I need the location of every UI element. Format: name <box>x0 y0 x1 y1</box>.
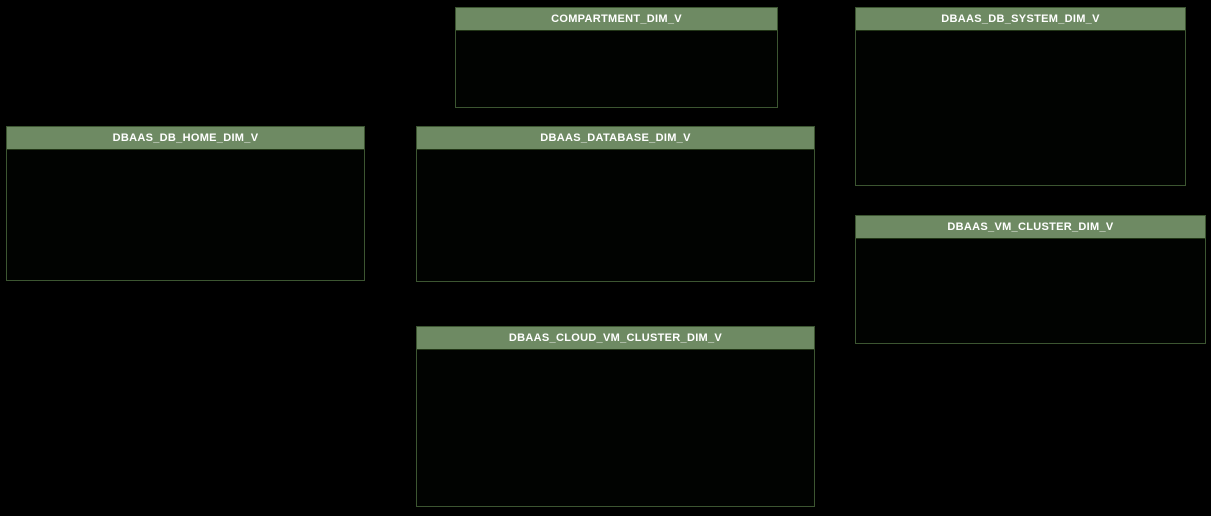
entity-header[interactable]: DBAAS_VM_CLUSTER_DIM_V <box>856 216 1205 239</box>
entity-body <box>456 31 777 107</box>
entity-title: DBAAS_DB_SYSTEM_DIM_V <box>941 13 1100 25</box>
entity-title: DBAAS_VM_CLUSTER_DIM_V <box>947 221 1114 233</box>
entity-header[interactable]: DBAAS_DB_SYSTEM_DIM_V <box>856 8 1185 31</box>
entity-box-compartment_dim_v[interactable]: COMPARTMENT_DIM_V <box>455 7 778 108</box>
entity-header[interactable]: DBAAS_DATABASE_DIM_V <box>417 127 814 150</box>
entity-header[interactable]: DBAAS_DB_HOME_DIM_V <box>7 127 364 150</box>
entity-body <box>856 239 1205 343</box>
entity-box-dbaas_database_dim_v[interactable]: DBAAS_DATABASE_DIM_V <box>416 126 815 282</box>
entity-title: DBAAS_DATABASE_DIM_V <box>540 132 691 144</box>
entity-body <box>7 150 364 280</box>
entity-title: COMPARTMENT_DIM_V <box>551 13 682 25</box>
entity-box-dbaas_cloud_vm_cluster_dim_v[interactable]: DBAAS_CLOUD_VM_CLUSTER_DIM_V <box>416 326 815 507</box>
entity-header[interactable]: COMPARTMENT_DIM_V <box>456 8 777 31</box>
entity-box-dbaas_db_system_dim_v[interactable]: DBAAS_DB_SYSTEM_DIM_V <box>855 7 1186 186</box>
entity-body <box>417 150 814 281</box>
entity-title: DBAAS_CLOUD_VM_CLUSTER_DIM_V <box>508 332 723 344</box>
entity-body <box>417 350 814 506</box>
entity-body <box>856 31 1185 185</box>
entity-header[interactable]: DBAAS_CLOUD_VM_CLUSTER_DIM_V <box>417 327 814 350</box>
entity-box-dbaas_db_home_dim_v[interactable]: DBAAS_DB_HOME_DIM_V <box>6 126 365 281</box>
entity-title: DBAAS_DB_HOME_DIM_V <box>112 132 259 144</box>
entity-box-dbaas_vm_cluster_dim_v[interactable]: DBAAS_VM_CLUSTER_DIM_V <box>855 215 1206 344</box>
